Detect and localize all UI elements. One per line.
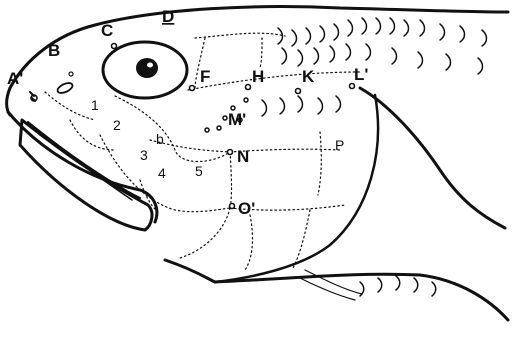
nostril bbox=[56, 81, 74, 95]
label-bone-2: 2 bbox=[113, 117, 121, 133]
label-F: F bbox=[200, 67, 210, 86]
lower-jaw bbox=[20, 120, 152, 230]
label-D: D bbox=[162, 7, 174, 26]
label-L: L' bbox=[354, 65, 368, 84]
landmark-point-K bbox=[296, 89, 301, 94]
label-P: P bbox=[335, 137, 344, 153]
landmark-point-N bbox=[228, 150, 233, 155]
landmark-point-F bbox=[190, 86, 195, 91]
scales bbox=[262, 18, 487, 296]
label-M: M' bbox=[228, 110, 246, 129]
label-bone-5: 5 bbox=[195, 163, 203, 179]
upper-jaw bbox=[8, 112, 157, 222]
landmark-point-O bbox=[230, 204, 235, 209]
belly-outline bbox=[215, 274, 508, 320]
landmark-point-H bbox=[246, 85, 251, 90]
label-O: O' bbox=[238, 199, 255, 218]
label-b: b bbox=[156, 131, 164, 147]
label-H: H bbox=[252, 67, 264, 86]
landmark-point-L bbox=[350, 84, 355, 89]
label-bone-3: 3 bbox=[140, 147, 148, 163]
label-K: K bbox=[302, 67, 315, 86]
label-B: B bbox=[48, 41, 60, 60]
pupil bbox=[136, 58, 158, 78]
label-bone-4: 4 bbox=[158, 165, 166, 181]
label-C: C bbox=[101, 21, 113, 40]
pectoral-region-outline bbox=[360, 88, 505, 228]
landmark-point-C bbox=[112, 44, 117, 49]
label-A: A' bbox=[7, 69, 23, 88]
label-N: N bbox=[237, 147, 249, 166]
throat-outline bbox=[165, 260, 215, 282]
label-bone-1: 1 bbox=[91, 97, 99, 113]
